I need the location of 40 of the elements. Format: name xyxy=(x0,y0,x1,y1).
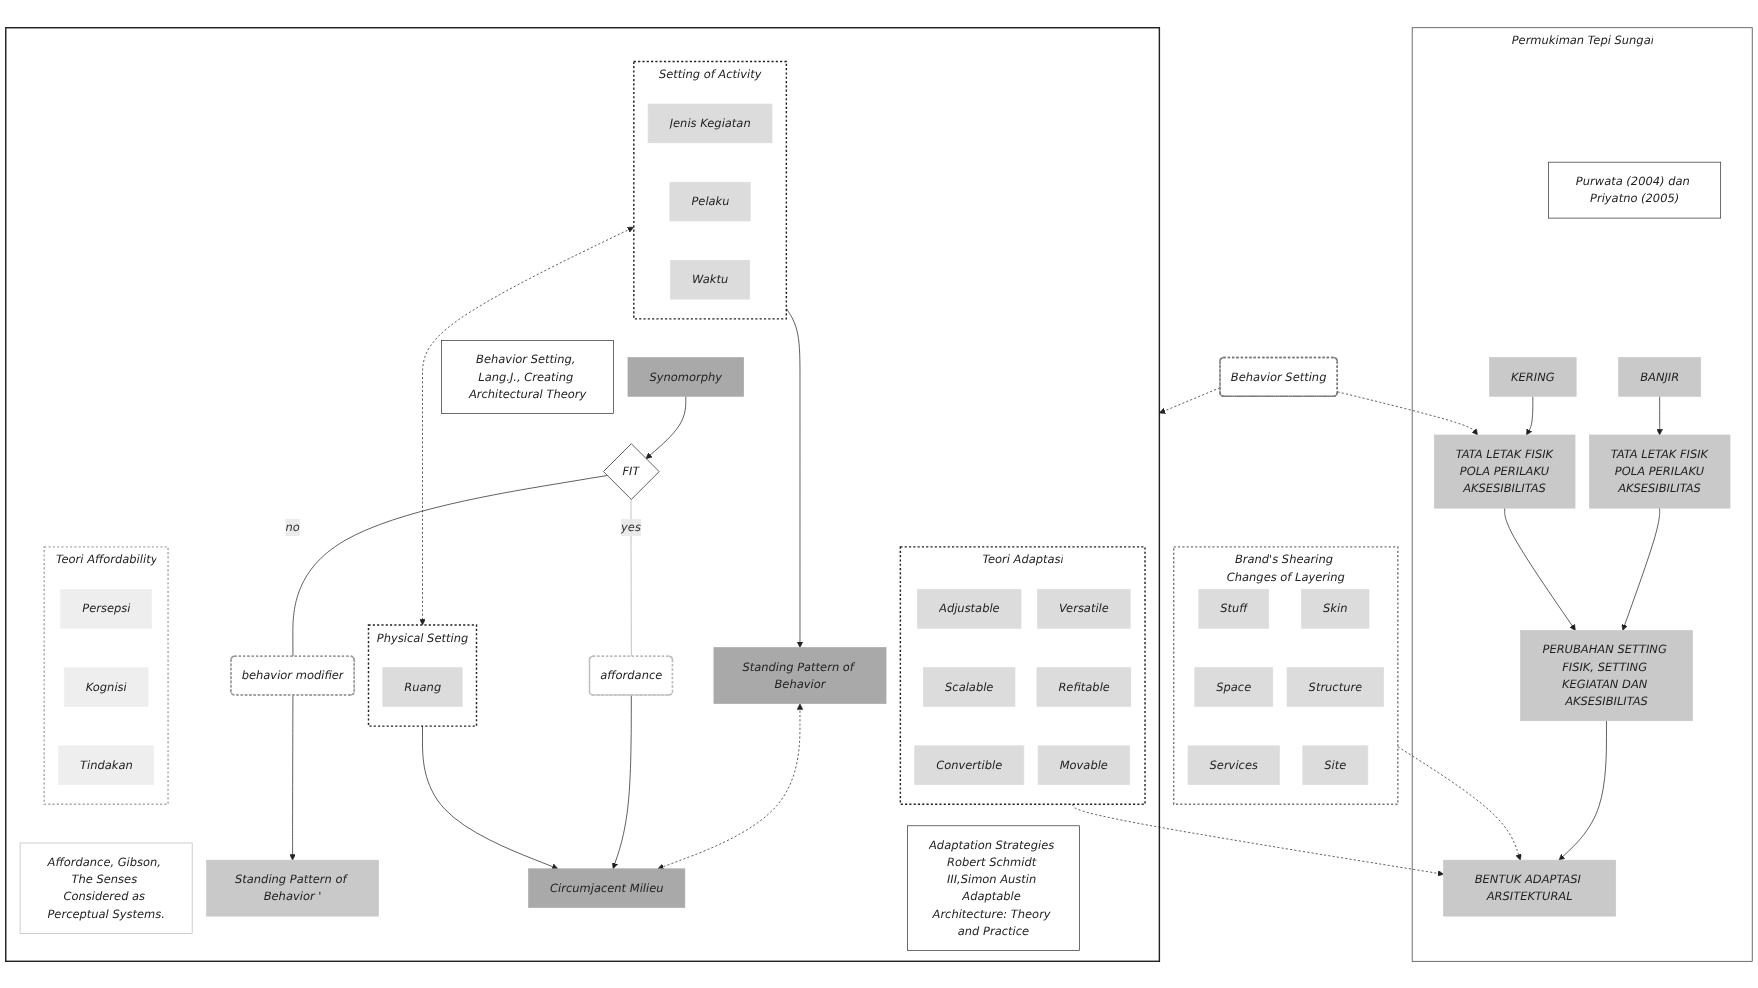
node-box xyxy=(1198,588,1270,629)
connector xyxy=(292,474,608,657)
cluster xyxy=(5,26,1161,962)
node-box xyxy=(382,666,463,707)
node-box xyxy=(1302,744,1369,785)
node-box xyxy=(1589,434,1731,508)
node-box xyxy=(1618,356,1702,397)
node-box xyxy=(923,666,1016,707)
node-box xyxy=(1443,859,1617,916)
node-box xyxy=(1489,356,1577,397)
node-box xyxy=(19,842,193,934)
node-box xyxy=(914,744,1025,785)
cluster xyxy=(633,60,788,320)
node-diamond xyxy=(603,442,660,500)
node-box xyxy=(1548,161,1722,218)
node-box xyxy=(1036,666,1132,707)
node-box xyxy=(713,646,887,704)
node-box xyxy=(1434,434,1576,508)
node-box xyxy=(1301,588,1370,629)
cluster xyxy=(899,545,1146,805)
node-box xyxy=(206,859,379,916)
node-box xyxy=(907,824,1080,951)
node-box xyxy=(1286,666,1384,707)
node-box xyxy=(1187,744,1280,785)
cluster xyxy=(1173,545,1399,805)
node-box xyxy=(1520,629,1693,721)
connector xyxy=(630,498,632,657)
node-box xyxy=(1037,744,1130,785)
node-box xyxy=(647,103,773,143)
node-box xyxy=(441,339,614,414)
node-box xyxy=(917,588,1022,629)
node-box xyxy=(627,356,744,397)
cluster xyxy=(1411,26,1753,962)
cluster xyxy=(367,623,478,727)
node-box xyxy=(670,259,750,299)
node-box xyxy=(1194,666,1274,707)
node-box xyxy=(669,181,751,221)
node-box xyxy=(1037,588,1131,629)
cluster xyxy=(43,545,169,805)
node-box xyxy=(528,867,686,908)
